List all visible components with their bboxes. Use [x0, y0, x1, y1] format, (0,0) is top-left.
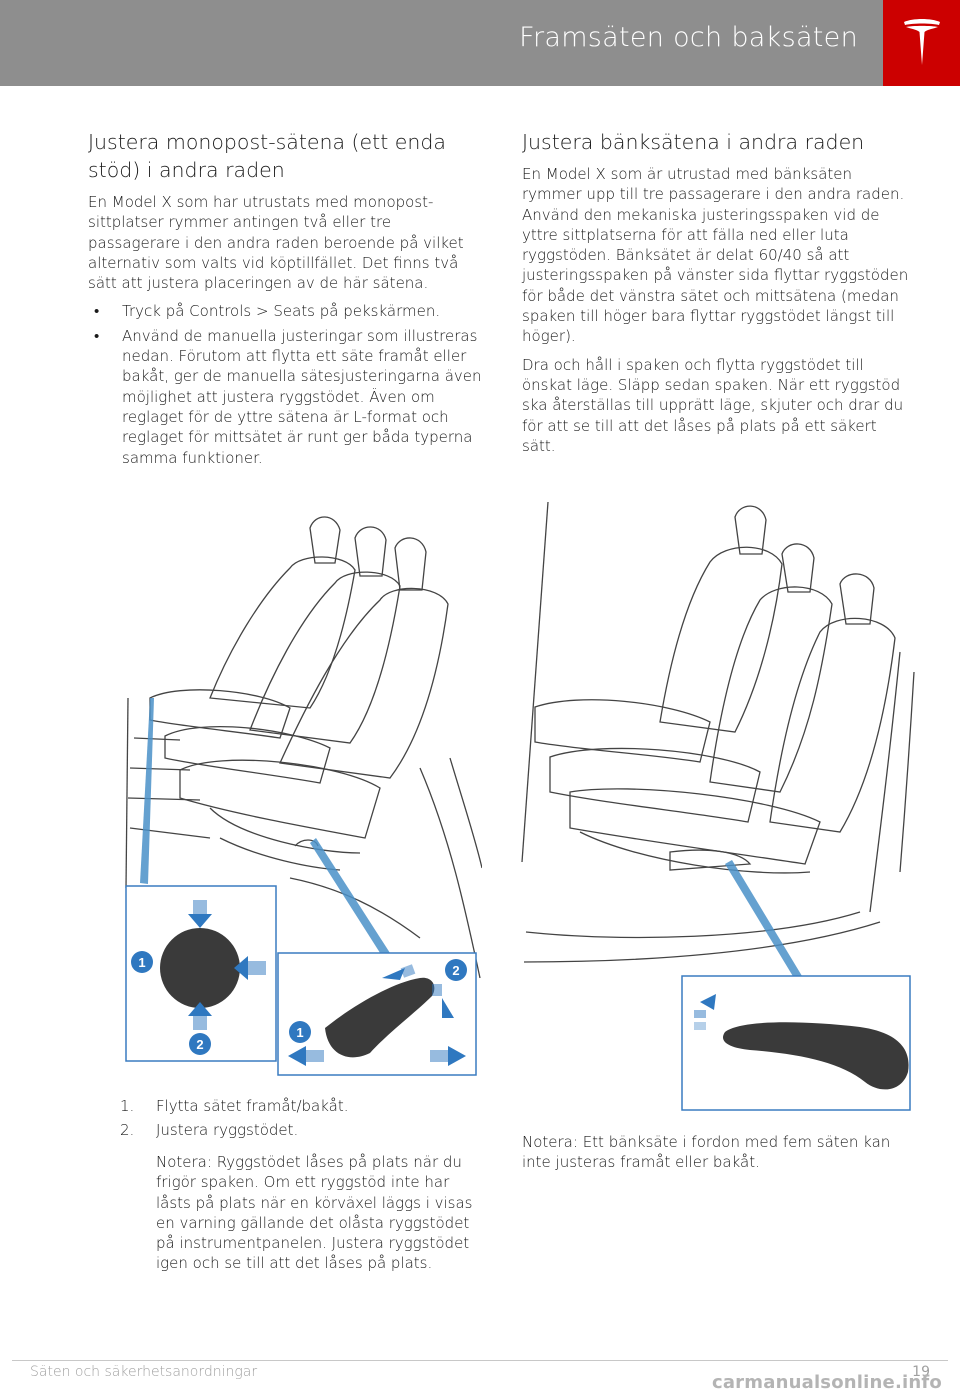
- monopost-seat-illustration: 1 2 2 1: [120, 508, 483, 1078]
- header-bar: [0, 0, 883, 86]
- list-item: 2.Justera ryggstödet.: [120, 1121, 299, 1140]
- left-intro: En Model X som har utrustats med monopos…: [88, 193, 464, 293]
- figure-callout: 2: [452, 963, 459, 978]
- left-heading: Justera monopost-sätena (ett enda stöd) …: [88, 130, 446, 182]
- left-steps: 1.Flytta sätet framåt/bakåt. 2.Justera r…: [88, 1096, 483, 1145]
- watermark: carmanualsonline.info: [711, 1372, 942, 1393]
- list-item: 1.Flytta sätet framåt/bakåt.: [120, 1097, 349, 1115]
- figure-callout: 1: [296, 1025, 303, 1040]
- left-column: Justera monopost-sätena (ett enda stöd) …: [88, 128, 483, 476]
- footer-section: Säten och säkerhetsanordningar: [30, 1364, 258, 1380]
- page-number: 19: [912, 1364, 930, 1380]
- bench-seat-illustration: [520, 492, 916, 1112]
- right-paragraph-1: En Model X som är utrustad med bänksäten…: [522, 165, 909, 346]
- right-note: Notera: Ett bänksäte i fordon med fem sä…: [522, 1133, 891, 1172]
- list-item: •Använd de manuella justeringar som illu…: [94, 326, 482, 467]
- right-heading: Justera bänksätena i andra raden: [522, 130, 865, 154]
- figure-callout: 2: [196, 1037, 203, 1052]
- monopost-seat-drawing: 1 2 2 1: [125, 516, 483, 1076]
- right-column: Justera bänksätena i andra raden En Mode…: [522, 128, 914, 464]
- left-bullets: •Tryck på Controls > Seats på pekskärmen…: [88, 301, 483, 467]
- list-item: •Tryck på Controls > Seats på pekskärmen…: [94, 302, 441, 321]
- figure-callout: 1: [138, 955, 145, 970]
- left-note: Notera: Ryggstödet låses på plats när du…: [156, 1153, 473, 1273]
- footer-divider: [12, 1360, 948, 1361]
- tesla-logo-box: [883, 0, 960, 86]
- tesla-logo-icon: [904, 19, 940, 65]
- bench-seat-drawing: [521, 501, 915, 1111]
- page-title: Framsäten och baksäten: [519, 22, 858, 53]
- right-paragraph-2: Dra och håll i spaken och flytta ryggstö…: [522, 355, 904, 455]
